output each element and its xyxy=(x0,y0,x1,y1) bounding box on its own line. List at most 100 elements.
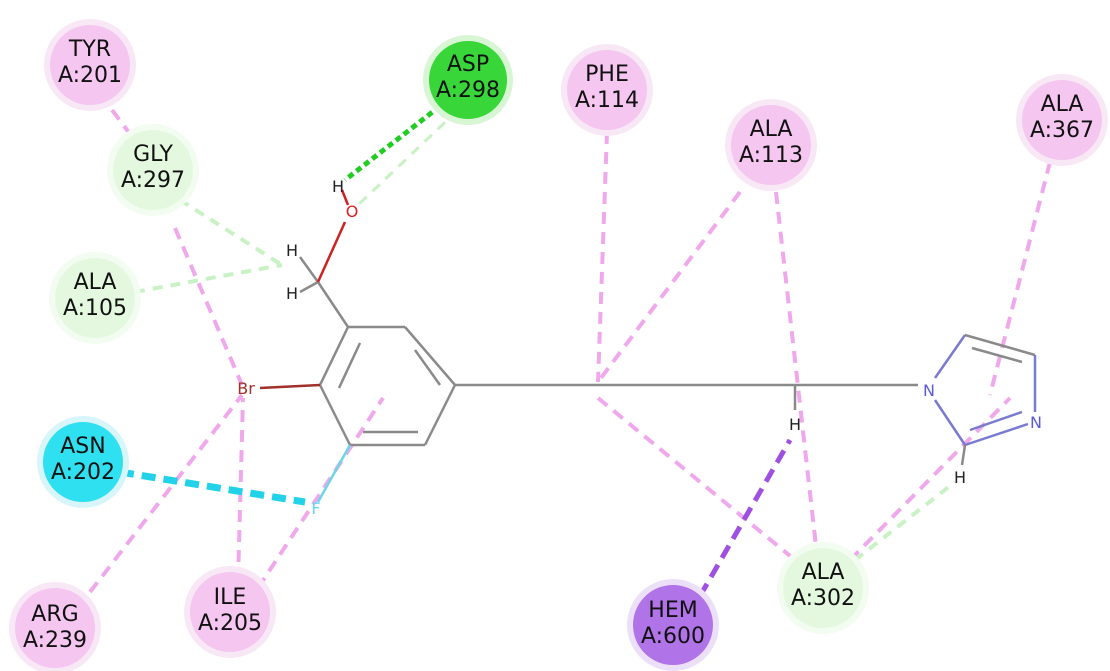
interaction-tyr201-ring xyxy=(110,108,138,144)
residue-number: A:113 xyxy=(739,143,803,168)
residue-bubble xyxy=(37,416,129,508)
residue-arg239: ARG A:239 xyxy=(9,582,101,671)
residue-number: A:239 xyxy=(23,628,87,653)
bond-ring-5 xyxy=(318,384,352,446)
residue-name: ALA xyxy=(802,560,845,585)
bond-im-h xyxy=(960,444,967,466)
residue-bubble xyxy=(561,44,653,136)
residue-name: ALA xyxy=(1041,92,1084,117)
atom-f: F xyxy=(311,499,320,518)
interaction-hem600-h xyxy=(697,438,793,598)
interaction-gly297-h xyxy=(178,198,284,267)
residue-number: A:205 xyxy=(198,611,262,636)
bond-ch2-h1 xyxy=(298,256,320,283)
residue-ile205: ILE A:205 xyxy=(184,566,276,658)
residue-bubble xyxy=(184,566,276,658)
residue-asp298: ASP A:298 xyxy=(423,35,513,125)
residue-name: PHE xyxy=(585,62,629,87)
interaction-ala367-imidazole xyxy=(988,161,1052,396)
residue-number: A:302 xyxy=(791,586,855,611)
residue-number: A:114 xyxy=(575,88,639,113)
residue-bubble xyxy=(44,19,136,111)
residue-gly297: GLY A:297 xyxy=(107,124,199,216)
interaction-asn202-f xyxy=(119,468,306,506)
interaction-ala105-h xyxy=(134,263,283,294)
residue-bubble xyxy=(777,542,869,634)
interaction-lines xyxy=(88,98,1052,598)
atom-h-ch: H xyxy=(789,415,801,434)
bond-ring-6 xyxy=(318,326,350,386)
bond-im-5 xyxy=(933,399,967,446)
atom-o: O xyxy=(346,202,359,221)
residue-number: A:201 xyxy=(58,63,122,88)
residue-ala302: ALA A:302 xyxy=(777,542,869,634)
interaction-tyr201-br xyxy=(173,227,244,386)
atom-n1: N xyxy=(923,381,935,400)
residue-bubble xyxy=(1016,74,1108,166)
bond-ring-br xyxy=(259,383,321,390)
residue-ala367: ALA A:367 xyxy=(1016,74,1108,166)
residue-bubble xyxy=(423,35,513,125)
atom-h-im: H xyxy=(954,468,966,487)
residue-phe114: PHE A:114 xyxy=(561,44,653,136)
residue-name: ASP xyxy=(447,52,489,77)
bond-arom-1 xyxy=(337,342,362,389)
residue-number: A:367 xyxy=(1030,118,1094,143)
interaction-ala302-h-im xyxy=(853,480,957,562)
interaction-arg239-br xyxy=(88,393,244,594)
interaction-ala302-ch xyxy=(596,396,797,562)
interaction-phe114-ch xyxy=(596,131,609,383)
residue-number: A:298 xyxy=(436,78,500,103)
atom-h2: H xyxy=(286,284,298,303)
residue-name: TYR xyxy=(68,37,111,62)
residue-name: ALA xyxy=(750,117,793,142)
atom-labels: H O H H Br F H N N H xyxy=(237,177,1042,518)
bond-ch2-h2 xyxy=(299,280,319,294)
residue-ala113: ALA A:113 xyxy=(725,99,817,191)
residue-name: ASN xyxy=(60,434,105,459)
atom-h-oh: H xyxy=(332,177,344,196)
residue-bubble xyxy=(627,579,719,671)
interaction-asp298-o xyxy=(356,108,460,207)
residue-hem600: HEM A:600 xyxy=(627,579,719,671)
residue-name: ALA xyxy=(74,270,117,295)
residue-ala105: ALA A:105 xyxy=(49,252,141,344)
residue-bubble xyxy=(9,582,101,671)
bond-ring-f xyxy=(316,444,352,503)
interaction-ala113-ch xyxy=(596,190,742,384)
bond-im-4b xyxy=(969,410,1023,432)
atom-n2: N xyxy=(1030,413,1042,432)
residue-number: A:600 xyxy=(641,624,705,649)
bond-o-h xyxy=(340,189,350,206)
residue-number: A:297 xyxy=(121,168,185,193)
interaction-ala302-imidazole xyxy=(848,396,1012,562)
residue-number: A:202 xyxy=(51,460,115,485)
residue-bubble xyxy=(49,252,141,344)
bond-im-2b xyxy=(971,346,1023,364)
residue-number: A:105 xyxy=(63,296,127,321)
interaction-asp298-hbond xyxy=(343,98,450,182)
bond-ring-3 xyxy=(423,384,457,446)
bond-ch2-o xyxy=(316,221,347,283)
atom-h1: H xyxy=(286,241,298,260)
residue-name: HEM xyxy=(648,598,697,623)
residue-bubble xyxy=(725,99,817,191)
interaction-ile205-ring xyxy=(256,396,385,590)
atom-br: Br xyxy=(237,379,255,398)
residue-name: GLY xyxy=(133,142,173,167)
bond-im-2 xyxy=(964,333,1036,357)
bond-im-4 xyxy=(964,422,1029,447)
residue-bubble xyxy=(107,124,199,216)
bond-ring-2 xyxy=(404,326,456,386)
residue-name: ARG xyxy=(31,602,78,627)
residue-tyr201: TYR A:201 xyxy=(44,19,136,111)
residue-name: ILE xyxy=(214,585,247,610)
interaction-ala113-ala302 xyxy=(774,191,819,556)
residues: TYR A:201 ASP A:298 PHE A:114 ALA A:367 … xyxy=(9,19,1108,671)
bond-arom-3 xyxy=(413,349,442,386)
interaction-ile205-br xyxy=(236,397,245,583)
bond-ring-ch2 xyxy=(316,281,350,328)
residue-asn202: ASN A:202 xyxy=(37,416,129,508)
